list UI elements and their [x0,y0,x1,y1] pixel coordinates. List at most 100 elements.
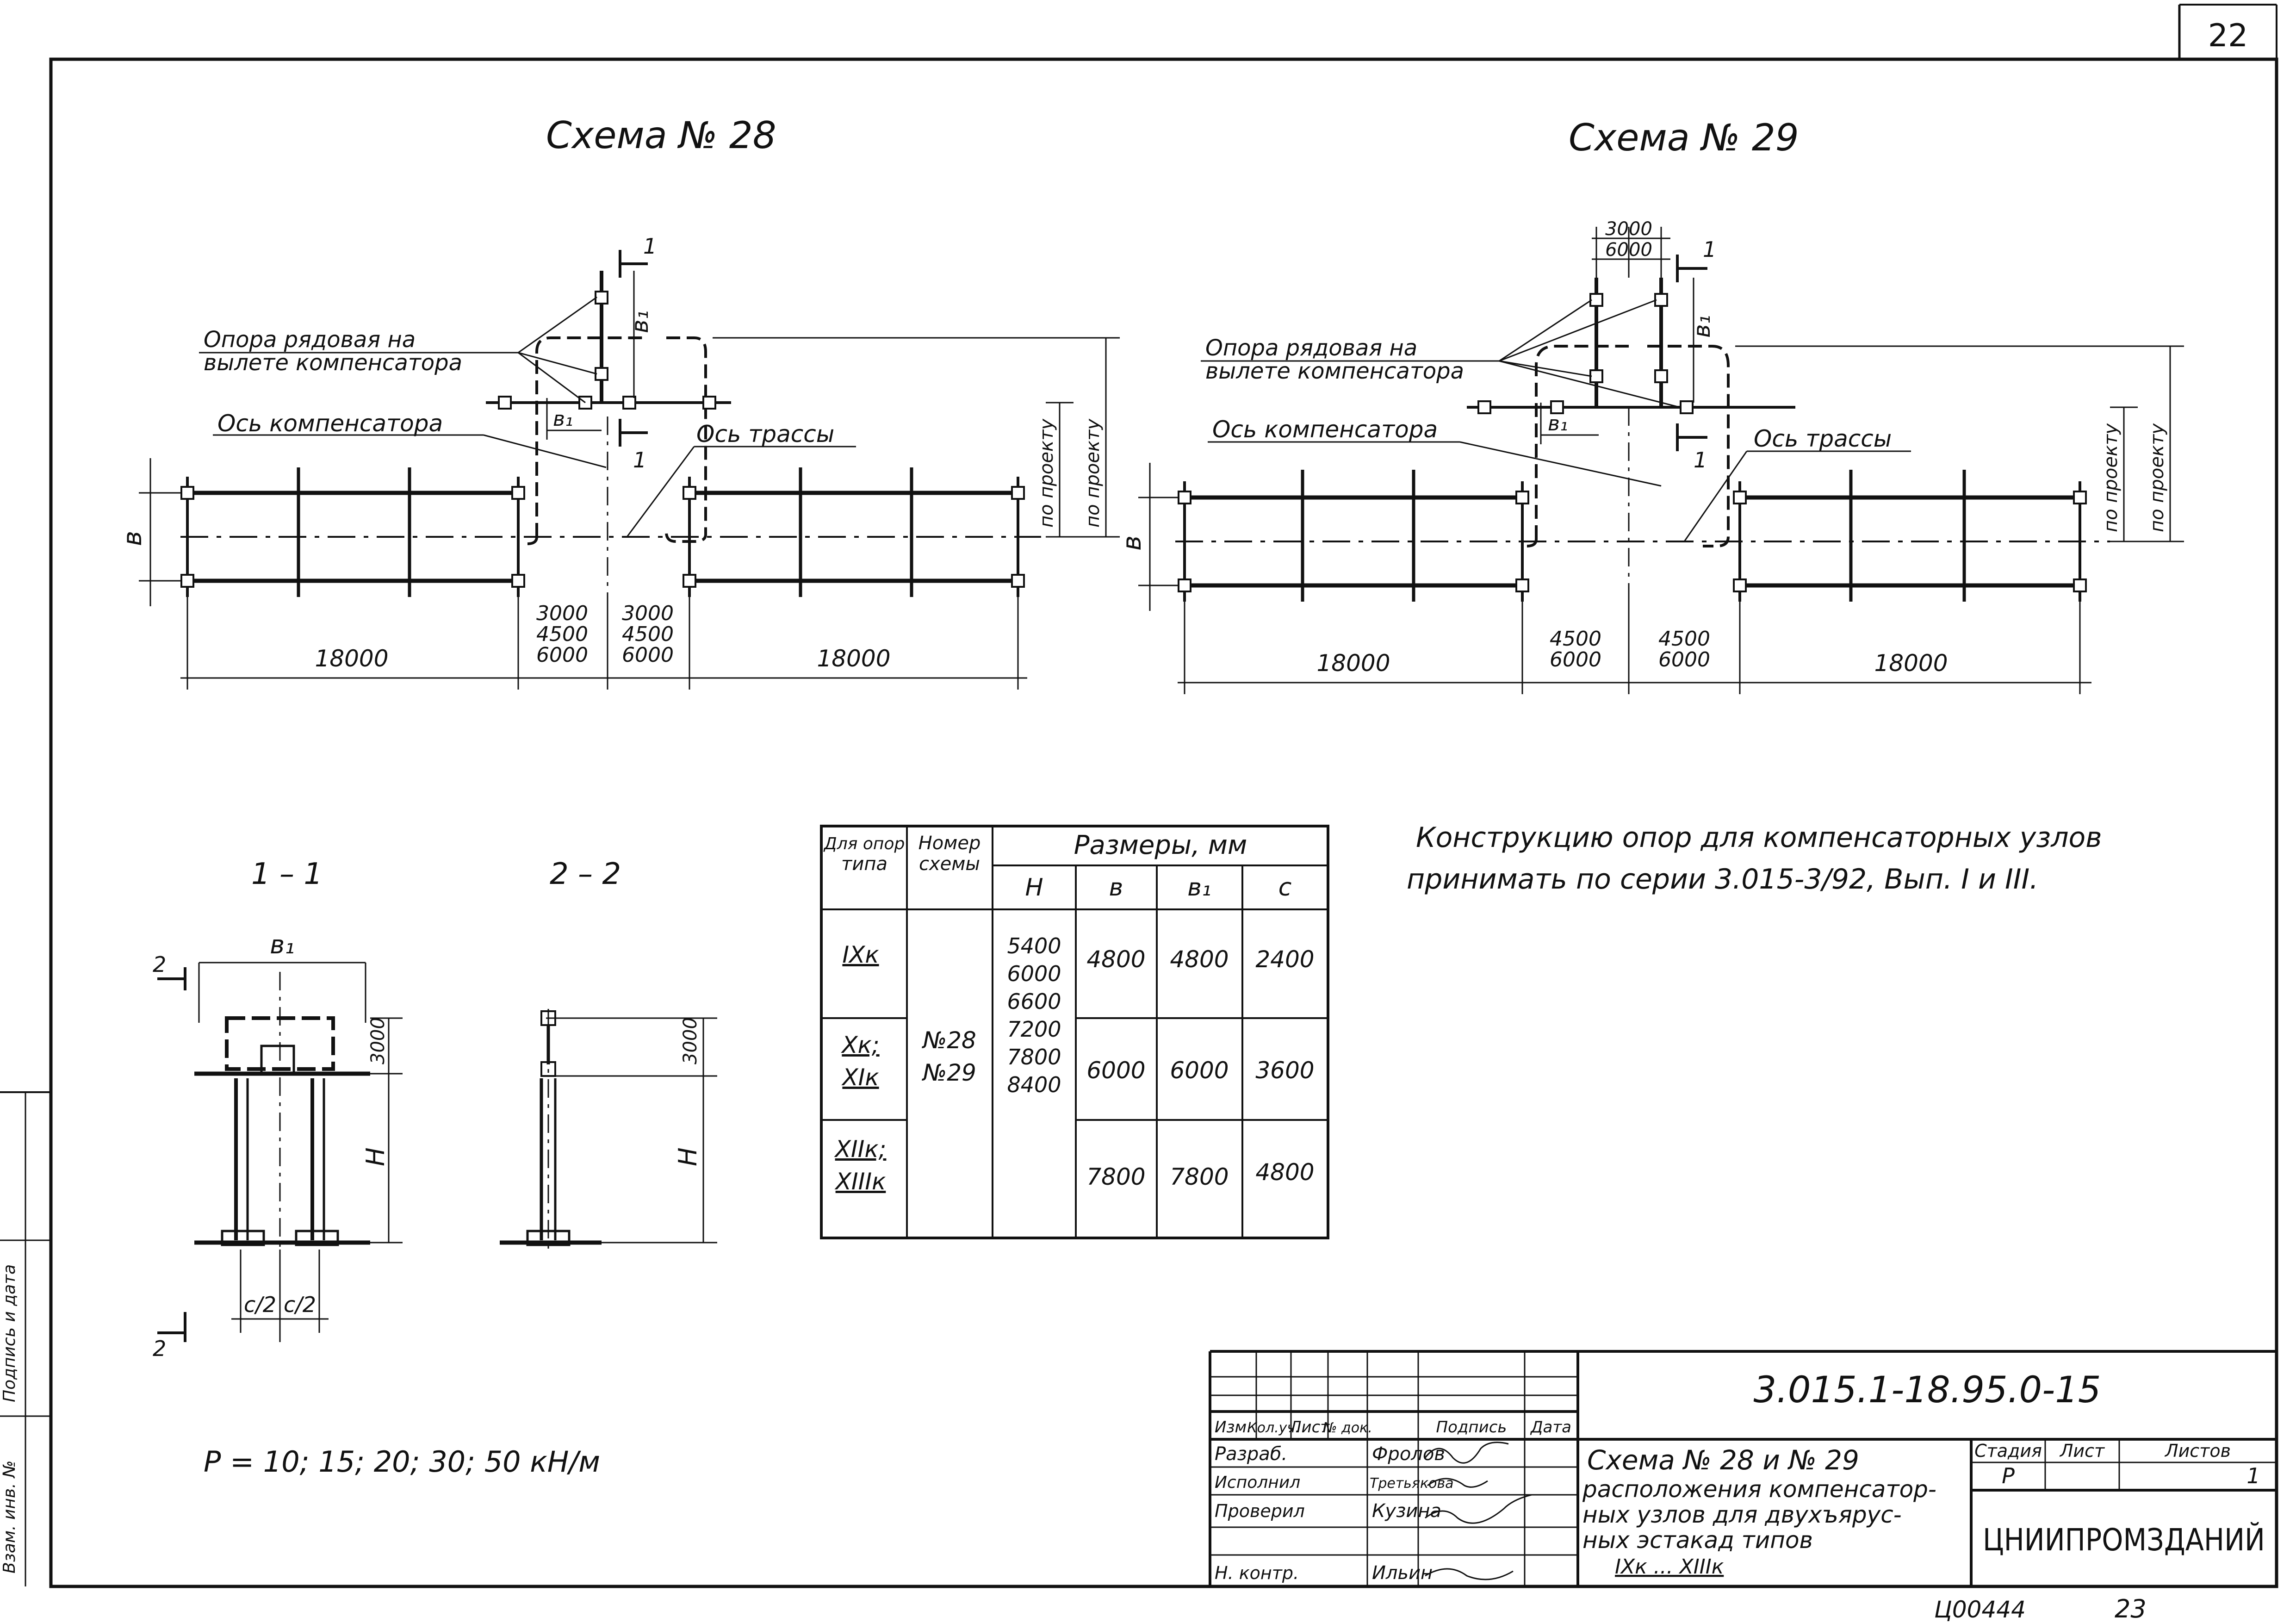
tb-title-2: ных узлов для двухъярус- [1582,1501,1902,1528]
scheme-29-width-label: в [1117,535,1147,551]
table-H-1: 6000 [1007,961,1061,986]
scheme-28-left-trestle [185,467,521,597]
note-line-1: Конструкцию опор для компенсаторных узло… [1416,821,2102,854]
scheme-28-route-axis-label: Ось трассы [696,421,834,448]
scheme-28-stack-right-1: 4500 [622,622,674,646]
scheme-29-stack-left-1: 6000 [1550,648,1601,672]
scheme-28-stack-right-0: 3000 [622,602,674,625]
tb-role-0: Разраб. [1215,1443,1287,1465]
tb-role-2: Проверил [1215,1501,1305,1521]
scheme-28-b1-dims [546,271,635,440]
page-number: 22 [2208,18,2248,54]
table-row-1-b: 6000 [1086,1057,1145,1084]
table-row-0-b: 4800 [1086,946,1145,973]
note-line-2: принимать по серии 3.015-3/92, Вып. I и … [1407,863,2038,895]
scheme-28-stack-right-2: 6000 [622,643,674,667]
tb-stage-val: Р [2002,1463,2015,1488]
scheme-29-by-project-1: по проекту [2100,423,2122,532]
section-2-2 [500,1009,717,1250]
scheme-28-left-supports [180,486,525,588]
scheme-29-b1-dims [1540,278,1694,444]
load-note: P = 10; 15; 20; 30; 50 кН/м [204,1445,600,1479]
scheme-28-cut-1a: 1 [643,234,657,259]
section-cut-2-bottom: 2 [153,1336,166,1361]
section-c2-b: c/2 [284,1292,316,1317]
scheme-29-b1-mid: в₁ [1548,412,1568,435]
scheme-29-stack-right-1: 6000 [1658,648,1710,672]
scheme-28-dim-right: 18000 [817,645,890,672]
section-2-2-H: Н [673,1147,702,1166]
tb-sheets-head: Листов [2164,1441,2231,1461]
scheme-29-top-dims [1592,227,1670,278]
scheme-28-bottom-dims [180,597,1027,690]
section-2-2-title: 2 – 2 [550,857,621,891]
scheme-29-width-dim [1138,463,1178,611]
scheme-29-dim-left: 18000 [1316,650,1390,677]
section-views: 1 – 1 2 – 2 [153,857,717,1479]
scheme-29-compensator-arm [1467,278,1795,409]
signatures [1424,1442,1532,1580]
tb-name-2: Кузина [1372,1500,1441,1522]
scheme-29-support-label-1: Опора рядовая на [1205,335,1417,361]
scheme-28-by-project-1: по проекту [1036,418,1057,528]
table-col-H: Н [1025,874,1043,902]
table-H-4: 7800 [1007,1045,1061,1070]
scheme-29-cut-1a: 1 [1703,237,1716,262]
tb-org: ЦНИИПРОМЗДАНИЙ [1983,1522,2265,1558]
tb-head-date: Дата [1530,1418,1571,1436]
scheme-29-right-supports [1733,491,2087,592]
table-row-0-b1: 4800 [1170,946,1229,973]
tb-role-4: Н. контр. [1215,1563,1299,1583]
table-col-c: с [1278,874,1292,902]
strip-label-a: Взам. инв. № [0,1461,19,1573]
tb-head-izm: Изм. [1215,1418,1252,1436]
table-head-sizes: Размеры, мм [1074,830,1247,860]
scheme-28-stack-left-0: 3000 [536,602,588,625]
tb-name-1: Третьякова [1370,1475,1454,1492]
scheme-29-bottom-dims [1178,602,2091,694]
scheme-28-by-project-dims [713,337,1120,538]
bottom-number: 23 [2115,1594,2147,1623]
section-cut-2-top: 2 [153,952,166,977]
scheme-28-leaders [199,296,856,537]
scheme-29-top-dim-0: 3000 [1605,218,1652,240]
table-head-type-1: Для опор [823,834,905,853]
table-type-row-1a: Xк; [840,1032,879,1058]
table-scheme-0: №28 [921,1027,976,1054]
scheme-28-support-label-1: Опора рядовая на [204,327,416,353]
scheme-28: Схема № 28 [118,114,1120,690]
table-row-0-c: 2400 [1255,946,1314,973]
table-scheme-1: №29 [921,1059,976,1086]
scheme-28-b1-mid: в₁ [553,407,573,431]
tb-title-1: расположения компенсатор- [1582,1476,1936,1503]
table-H-2: 6600 [1007,989,1061,1014]
section-c2-a: c/2 [244,1292,276,1317]
tb-head-list: Лист [1289,1418,1330,1436]
scheme-28-title: Схема № 28 [546,114,776,157]
left-binding-strip: Взам. инв. № Подпись и дата [0,1091,51,1586]
scheme-28-by-project-2: по проекту [1082,418,1104,528]
scheme-28-right-trestle [687,467,1020,597]
drawing-frame [49,4,2278,1588]
scheme-29-title: Схема № 29 [1569,116,1799,159]
scheme-28-stack-left-1: 4500 [536,622,588,646]
scheme-28-width-label: в [118,531,148,546]
table-row-2-c: 4800 [1255,1159,1314,1186]
bottom-code: Ц00444 [1934,1596,2026,1623]
scheme-29-by-project-dims [1735,345,2184,542]
table-H-0: 5400 [1007,933,1061,958]
scheme-28-support-label-2: вылете компенсатора [204,350,462,376]
table-row-2-b: 7800 [1086,1163,1145,1190]
scheme-29-by-project-2: по проекту [2147,423,2168,532]
table-H-3: 7200 [1007,1017,1061,1042]
tb-sheets-val: 1 [2246,1463,2260,1488]
table-row-1-c: 3600 [1255,1057,1314,1084]
scheme-29-stack-left-0: 4500 [1550,627,1601,651]
scheme-29: Схема № 29 [1117,116,2184,694]
table-H-5: 8400 [1007,1072,1061,1097]
scheme-29-cut-1b: 1 [1694,448,1707,473]
section-b1-label: в₁ [270,930,294,959]
scheme-28-stack-left-2: 6000 [536,643,588,667]
table-row-1-b1: 6000 [1170,1057,1229,1084]
